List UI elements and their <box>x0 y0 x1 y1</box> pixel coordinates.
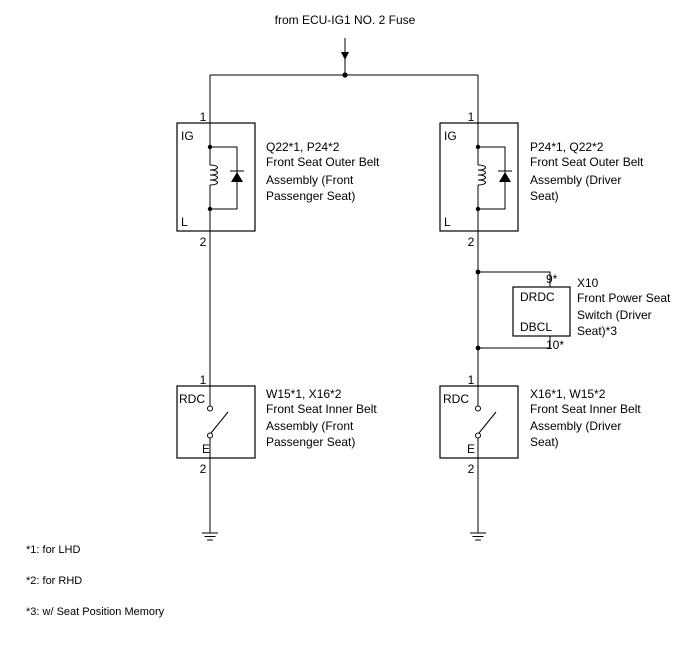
component-desc: Assembly (Front <box>266 173 354 187</box>
pin-label: 10* <box>546 338 564 352</box>
footnote: *1: for LHD <box>26 544 80 556</box>
ground-icon <box>470 458 486 541</box>
component-box <box>512 286 571 337</box>
component-desc: Q22*1, P24*2 <box>266 140 340 154</box>
ground-icon <box>202 458 218 541</box>
component-box <box>439 122 519 232</box>
component-desc: Seat) <box>530 189 559 203</box>
component-desc: Passenger Seat) <box>266 189 355 203</box>
switch-icon <box>475 386 497 458</box>
terminal-label: L <box>181 215 188 229</box>
wire-right <box>475 231 551 386</box>
terminal-label: DRDC <box>520 290 555 304</box>
pin-label: 2 <box>200 462 207 476</box>
component-desc: Passenger Seat) <box>266 435 355 449</box>
component-desc: Assembly (Driver <box>530 173 621 187</box>
component-desc: W15*1, X16*2 <box>266 387 342 401</box>
supply-arrow <box>341 38 349 75</box>
component-desc: Switch (Driver <box>577 308 652 322</box>
component-desc: Assembly (Driver <box>530 419 621 433</box>
component-desc: Seat) <box>530 435 559 449</box>
terminal-label: IG <box>444 129 457 143</box>
component-desc: Front Seat Outer Belt <box>266 155 380 169</box>
supply-junction <box>342 72 348 78</box>
component-desc: Front Power Seat <box>577 291 671 305</box>
terminal-label: RDC <box>179 392 205 406</box>
component-desc: Front Seat Inner Belt <box>266 402 377 416</box>
component-desc: X16*1, W15*2 <box>530 387 606 401</box>
pin-label: 9* <box>546 272 558 286</box>
power-seat-switch: 9* DRDC DBCL 10* X10 Front Power Seat Sw… <box>512 272 671 352</box>
component-box <box>176 122 256 232</box>
component-desc: Assembly (Front <box>266 419 354 433</box>
terminal-label: DBCL <box>520 320 552 334</box>
component-box <box>439 385 519 459</box>
outer-belt-driver: 1 IG L 2 P24*1, Q22*2 Front Seat Outer B… <box>439 110 644 249</box>
component-desc: X10 <box>577 276 599 290</box>
component-desc: Front Seat Inner Belt <box>530 402 641 416</box>
pin-label: 2 <box>468 235 475 249</box>
relay-coil-diode-icon <box>475 123 512 231</box>
footnote: *3: w/ Seat Position Memory <box>26 606 165 618</box>
inner-belt-driver: 1 RDC E 2 X16*1, W15*2 Front Seat Inner … <box>439 373 641 476</box>
outer-belt-passenger: 1 IG L 2 Q22*1, P24*2 Front Seat Outer B… <box>176 110 380 249</box>
pin-label: 1 <box>200 110 207 124</box>
pin-label: 2 <box>468 462 475 476</box>
component-desc: Front Seat Outer Belt <box>530 155 644 169</box>
component-box <box>176 385 256 459</box>
switch-icon <box>207 386 229 458</box>
terminal-label: L <box>444 215 451 229</box>
terminal-label: IG <box>181 129 194 143</box>
terminal-label: RDC <box>443 392 469 406</box>
inner-belt-passenger: 1 RDC E 2 W15*1, X16*2 Front Seat Inner … <box>176 373 377 476</box>
source-label: from ECU-IG1 NO. 2 Fuse <box>275 13 416 27</box>
relay-coil-diode-icon <box>207 123 244 231</box>
pin-label: 1 <box>468 373 475 387</box>
pin-label: 1 <box>200 373 207 387</box>
component-desc: Seat)*3 <box>577 324 617 338</box>
terminal-label: E <box>467 442 475 456</box>
footnote: *2: for RHD <box>26 575 82 587</box>
component-desc: P24*1, Q22*2 <box>530 140 604 154</box>
supply-bus <box>209 72 479 123</box>
pin-label: 1 <box>468 110 475 124</box>
pin-label: 2 <box>200 235 207 249</box>
terminal-label: E <box>202 442 210 456</box>
